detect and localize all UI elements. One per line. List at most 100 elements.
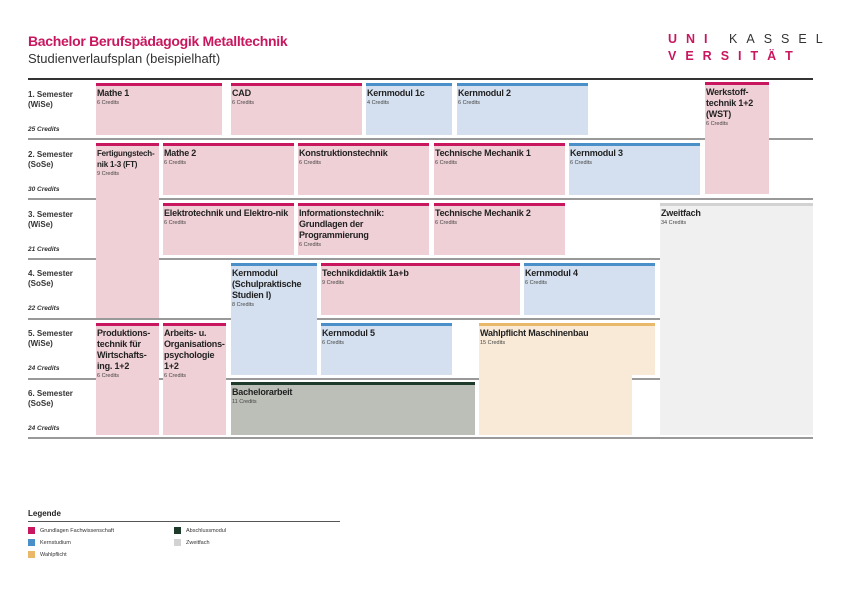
semester-label: 1. Semester(WiSe) (28, 90, 73, 109)
semester-credits: 30 Credits (28, 185, 60, 193)
semester-credits: 21 Credits (28, 245, 60, 253)
module-credits: 34 Credits (661, 220, 687, 226)
module-credits: 15 Credits (480, 340, 506, 346)
module-name: Werkstoff-technik 1+2 (WST) (706, 87, 754, 119)
module-credits: 6 Credits (164, 373, 187, 379)
module-credits: 6 Credits (97, 100, 120, 106)
university-logo: UNI KASSEL VERSITÄT (668, 31, 832, 65)
legend-divider (28, 521, 340, 522)
divider (28, 378, 813, 380)
module-credits: 6 Credits (299, 160, 322, 166)
module-wahlpflicht-extension (479, 370, 632, 435)
module-kernmodul-1c: Kernmodul 1c 4 Credits (366, 83, 452, 135)
legend-item: Abschlussmodul (174, 527, 226, 534)
module-credits: 9 Credits (322, 280, 345, 286)
divider (28, 198, 813, 200)
module-name: Fertigungstech-nik 1-3 (FT) (97, 149, 155, 169)
semester-label: 5. Semester(WiSe) (28, 329, 73, 349)
module-name: Kernmodul 3 (570, 148, 623, 158)
semester-credits: 24 Credits (28, 425, 60, 432)
legend-label: Grundlagen Fachwissenschaft (40, 527, 114, 534)
module-informationstechnik: Informationstechnik: Grundlagen der Prog… (298, 203, 429, 255)
divider (28, 138, 813, 140)
legend-label: Kernstudium (40, 539, 71, 546)
module-name: Kernmodul (Schulpraktische Studien I) (232, 268, 302, 300)
module-elektrotechnik: Elektrotechnik und Elektro-nik 6 Credits (163, 203, 294, 255)
module-credits: 6 Credits (570, 160, 593, 166)
module-kernmodul-schulpraktische-studien: Kernmodul (Schulpraktische Studien I) 8 C… (231, 263, 317, 375)
module-name: Bachelorarbeit (232, 387, 293, 397)
legend-swatch (174, 527, 181, 534)
page-title: Bachelor Berufspädagogik Metalltechnik (28, 33, 288, 49)
semester-label: 2. Semester(SoSe) (28, 149, 73, 169)
logo-versitaet: VERSITÄT (668, 49, 802, 63)
module-produktionstechnik: Produktions-technik für Wirtschafts-ing.… (96, 323, 159, 435)
module-werkstofftechnik: Werkstoff-technik 1+2 (WST) 6 Credits (705, 82, 769, 194)
module-credits: 6 Credits (435, 220, 458, 226)
module-kernmodul-3: Kernmodul 3 6 Credits (569, 143, 700, 195)
logo-kassel: KASSEL (729, 32, 832, 46)
module-name: Mathe 1 (97, 88, 130, 98)
module-konstruktionstechnik: Konstruktionstechnik 6 Credits (298, 143, 429, 195)
module-name: Zweitfach (661, 208, 701, 218)
module-name: Wahlpflicht Maschinenbau (480, 328, 589, 338)
module-technische-mechanik-1: Technische Mechanik 1 6 Credits (434, 143, 565, 195)
semester-credits: 24 Credits (28, 365, 60, 373)
module-name: Kernmodul 4 (525, 268, 578, 278)
semester-credits: 25 Credits (28, 126, 60, 133)
module-name: Kernmodul 5 (322, 328, 375, 338)
module-credits: 6 Credits (299, 242, 322, 248)
legend-title: Legende (28, 509, 61, 518)
module-credits: 6 Credits (458, 100, 481, 106)
module-name: Kernmodul 2 (458, 88, 511, 98)
module-kernmodul-5: Kernmodul 5 6 Credits (321, 323, 452, 375)
semester-label: 6. Semester(SoSe) (28, 389, 73, 408)
module-credits: 6 Credits (706, 121, 729, 127)
module-credits: 9 Credits (97, 171, 120, 177)
module-name: Technische Mechanik 1 (435, 148, 531, 158)
module-credits: 6 Credits (322, 340, 345, 346)
page-subtitle: Studienverlaufsplan (beispielhaft) (28, 51, 221, 66)
module-arbeitspsychologie: Arbeits- u. Organisations-psychologie 1+… (163, 323, 226, 435)
semester-label: 4. Semester(SoSe) (28, 269, 73, 289)
legend-label: Zweitfach (186, 539, 210, 546)
module-bachelorarbeit: Bachelorarbeit 11 Credits (231, 382, 475, 435)
legend-swatch (28, 539, 35, 546)
module-name: Konstruktionstechnik (299, 148, 388, 158)
module-mathe-1: Mathe 1 6 Credits (96, 83, 222, 135)
legend-label: Wahlpflicht (40, 551, 67, 558)
module-credits: 4 Credits (367, 100, 390, 106)
module-name: CAD (232, 88, 251, 98)
module-credits: 8 Credits (232, 302, 255, 308)
module-wahlpflicht-maschinenbau: Wahlpflicht Maschinenbau 15 Credits (479, 323, 655, 375)
module-technikdidaktik: Technikdidaktik 1a+b 9 Credits (321, 263, 520, 315)
legend-item: Wahlpflicht (28, 551, 67, 558)
module-credits: 6 Credits (164, 160, 187, 166)
divider (28, 78, 813, 80)
module-name: Technikdidaktik 1a+b (322, 268, 409, 278)
module-credits: 6 Credits (435, 160, 458, 166)
semester-label: 3. Semester(WiSe) (28, 209, 73, 229)
divider (28, 437, 813, 439)
module-credits: 11 Credits (232, 399, 257, 405)
module-name: Kernmodul 1c (367, 88, 425, 98)
module-name: Informationstechnik: Grundlagen der Prog… (299, 208, 385, 240)
divider (28, 258, 813, 260)
legend-item: Zweitfach (174, 539, 210, 546)
module-credits: 6 Credits (232, 100, 255, 106)
divider (28, 318, 813, 320)
legend-item: Kernstudium (28, 539, 71, 546)
module-name: Elektrotechnik und Elektro-nik (164, 208, 289, 218)
module-fertigungstechnik: Fertigungstech-nik 1-3 (FT) 9 Credits (96, 143, 159, 318)
module-kernmodul-2: Kernmodul 2 6 Credits (457, 83, 588, 135)
module-name: Arbeits- u. Organisations-psychologie 1+… (164, 328, 225, 371)
semester-credits: 22 Credits (28, 305, 60, 313)
module-name: Technische Mechanik 2 (435, 208, 531, 218)
module-credits: 6 Credits (97, 373, 120, 379)
module-name: Produktions-technik für Wirtschafts-ing.… (97, 328, 151, 371)
module-zweitfach: Zweitfach 34 Credits (660, 203, 813, 435)
module-cad: CAD 6 Credits (231, 83, 362, 135)
module-credits: 6 Credits (164, 220, 187, 226)
